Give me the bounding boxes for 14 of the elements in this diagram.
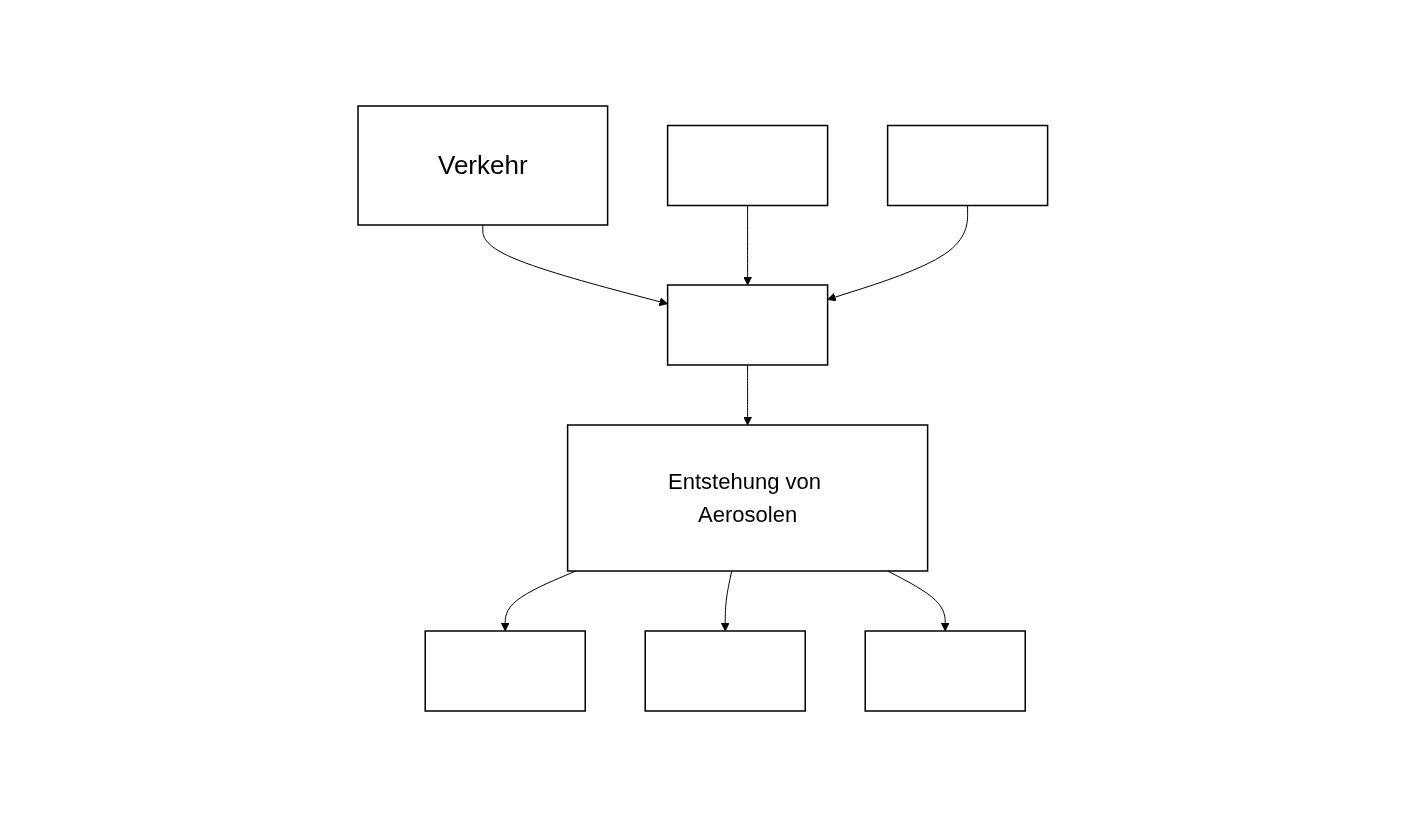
arrow: [742, 204, 752, 285]
node-box: [666, 283, 829, 366]
arrow: [720, 570, 732, 631]
node-box: [666, 124, 829, 206]
node-box: Verkehr: [356, 104, 609, 226]
node-box: [644, 629, 806, 712]
arrow: [886, 570, 950, 631]
node-box: [864, 629, 1026, 712]
arrow: [482, 224, 668, 306]
node-box: [886, 124, 1049, 206]
arrow: [500, 570, 576, 631]
node-box: Entstehung von Aerosolen: [566, 423, 929, 572]
arrow: [742, 364, 752, 425]
node-box: [424, 629, 586, 712]
